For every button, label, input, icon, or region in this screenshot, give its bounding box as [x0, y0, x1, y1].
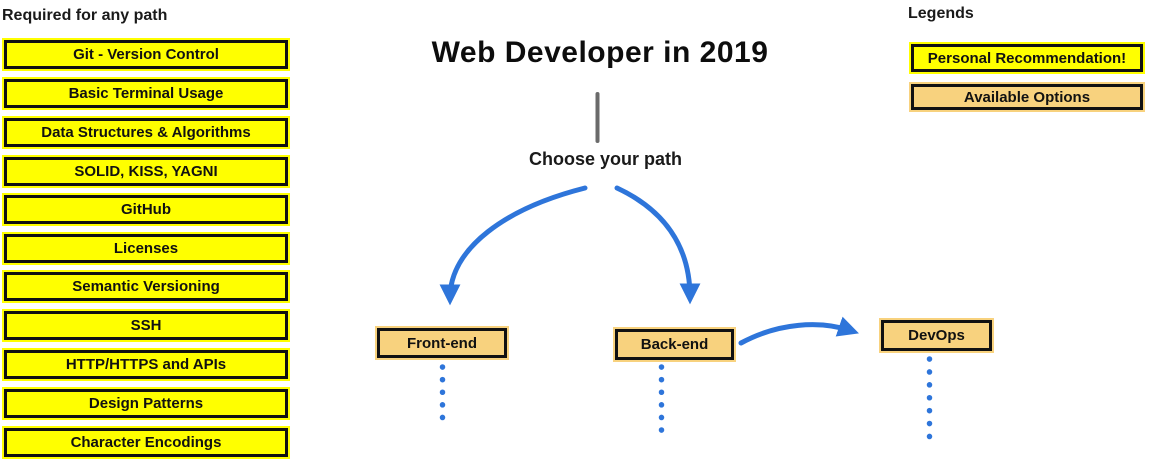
required-item-solid: SOLID, KISS, YAGNI	[2, 155, 290, 188]
required-item-semver: Semantic Versioning	[2, 270, 290, 303]
path-box-frontend: Front-end	[375, 326, 509, 360]
required-item-licenses: Licenses	[2, 232, 290, 265]
path-box-backend: Back-end	[613, 327, 736, 362]
legends-header: Legends	[908, 5, 974, 22]
arrow-to-frontend-icon	[439, 185, 588, 306]
choose-path-label: Choose your path	[528, 149, 682, 169]
required-section-header: Required for any path	[2, 7, 168, 24]
legend-personal-recommendation: Personal Recommendation!	[909, 42, 1145, 74]
arrow-backend-to-devops-icon	[738, 316, 859, 346]
required-item-encodings: Character Encodings	[2, 426, 290, 459]
required-item-ssh: SSH	[2, 309, 290, 342]
arrow-to-backend-icon	[614, 185, 701, 305]
required-item-git: Git - Version Control	[2, 38, 290, 71]
path-box-devops: DevOps	[879, 318, 994, 353]
required-item-github: GitHub	[2, 193, 290, 226]
required-item-patterns: Design Patterns	[2, 387, 290, 420]
required-item-dsa: Data Structures & Algorithms	[2, 116, 290, 149]
required-item-terminal: Basic Terminal Usage	[2, 77, 290, 110]
page-title: Web Developer in 2019	[431, 36, 769, 69]
legend-available-options: Available Options	[909, 82, 1145, 112]
required-item-http: HTTP/HTTPS and APIs	[2, 348, 290, 381]
